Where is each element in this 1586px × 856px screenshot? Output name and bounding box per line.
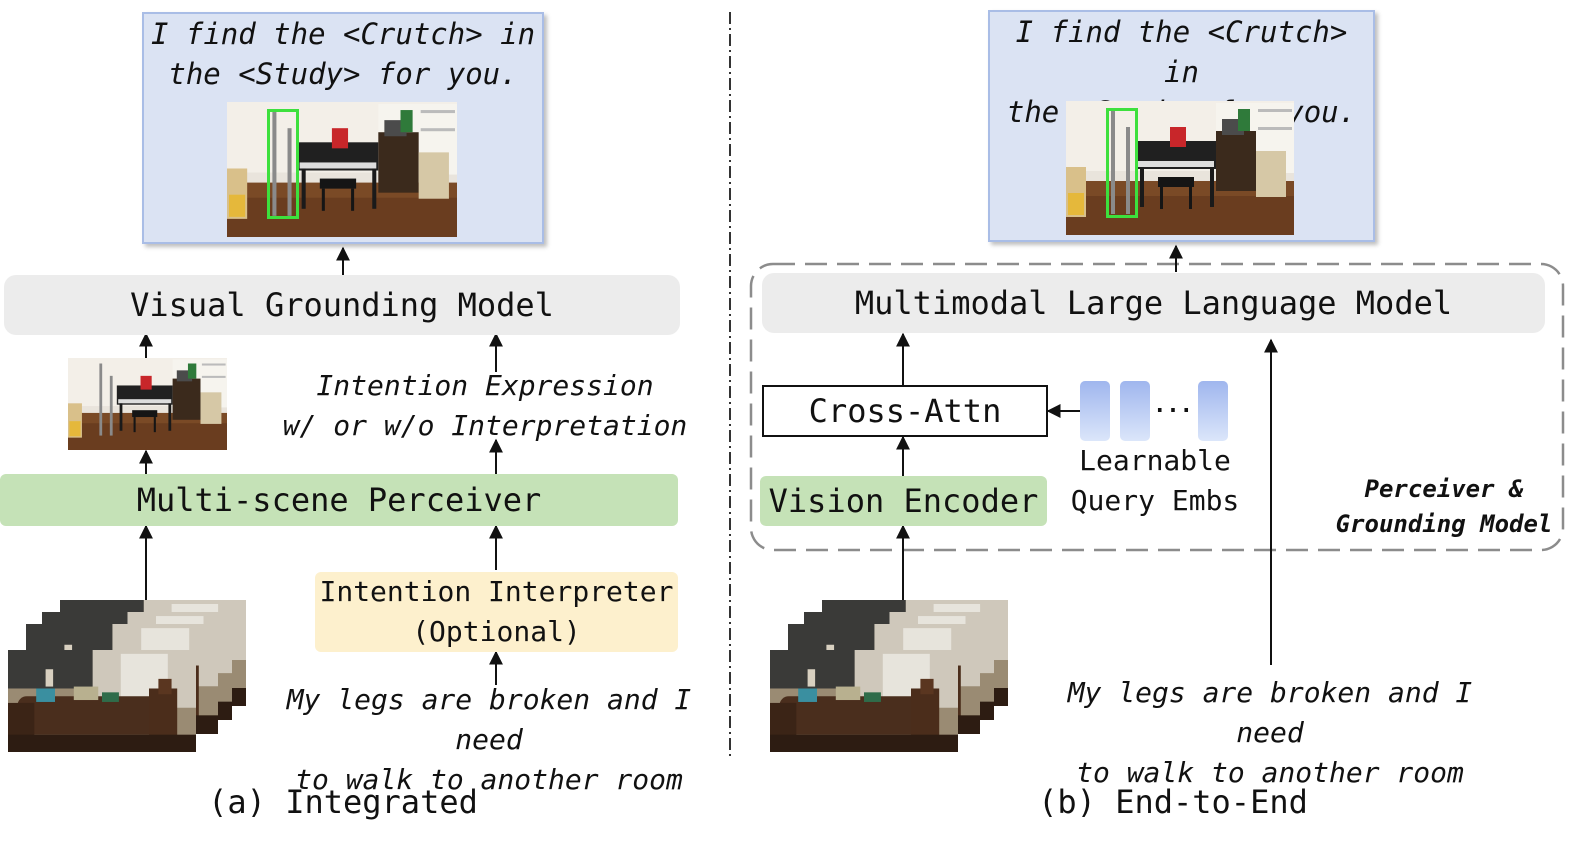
output-line: I find the <Crutch> in xyxy=(150,17,536,51)
query-line: to walk to another room xyxy=(295,763,683,796)
perceiver-line: Grounding Model xyxy=(1335,510,1553,538)
output-box-right: I find the <Crutch> in the <Study> for y… xyxy=(988,10,1375,242)
expression-line: Intention Expression xyxy=(316,369,654,402)
scene-image-stack-1 xyxy=(8,650,196,752)
learnable-query-label: Learnable Query Embs xyxy=(1060,441,1250,521)
crutch-bounding-box xyxy=(267,109,299,219)
output-line: the <Study> for you. xyxy=(168,57,518,91)
expression-line: w/ or w/o Interpretation xyxy=(282,409,688,442)
result-image-left xyxy=(227,102,457,237)
scene-image-stack-1 xyxy=(770,650,958,752)
interpreter-line: Intention Interpreter xyxy=(319,575,674,608)
output-line: I find the <Crutch> in xyxy=(1015,15,1348,89)
intention-interpreter: Intention Interpreter (Optional) xyxy=(315,572,678,652)
vision-encoder: Vision Encoder xyxy=(760,476,1047,526)
visual-grounding-model: Visual Grounding Model xyxy=(4,275,680,335)
query-embedding xyxy=(1080,381,1110,441)
query-line: My legs are broken and I need xyxy=(1067,676,1473,749)
output-box-left: I find the <Crutch> in the <Study> for y… xyxy=(142,12,544,244)
user-query-left: My legs are broken and I need to walk to… xyxy=(250,680,728,800)
perceiver-grounding-group xyxy=(749,262,1565,552)
cross-attn-label: Cross-Attn xyxy=(808,392,1002,430)
learnable-line: Query Embs xyxy=(1070,484,1240,517)
multi-scene-perceiver: Multi-scene Perceiver xyxy=(0,474,678,526)
vision-encoder-label: Vision Encoder xyxy=(768,482,1039,520)
caption-left: (a) Integrated xyxy=(208,783,478,821)
query-embedding xyxy=(1198,381,1228,441)
cross-attn-block: Cross-Attn xyxy=(762,385,1048,437)
result-image-right xyxy=(1066,101,1294,235)
learnable-line: Learnable xyxy=(1079,444,1231,477)
visual-grounding-label: Visual Grounding Model xyxy=(130,286,554,324)
multimodal-llm: Multimodal Large Language Model xyxy=(762,273,1545,333)
multi-scene-label: Multi-scene Perceiver xyxy=(136,481,542,519)
caption-right: (b) End-to-End xyxy=(1038,783,1308,821)
perceiver-line: Perceiver & xyxy=(1364,475,1524,503)
perceiver-grounding-label: Perceiver & Grounding Model xyxy=(1330,472,1558,542)
query-embedding xyxy=(1120,381,1150,441)
output-text-left: I find the <Crutch> in the <Study> for y… xyxy=(144,14,542,94)
mllm-label: Multimodal Large Language Model xyxy=(854,284,1453,322)
user-query-right: My legs are broken and I need to walk to… xyxy=(1030,673,1510,793)
query-line: to walk to another room xyxy=(1076,756,1464,789)
caption-end-to-end: (b) End-to-End xyxy=(970,780,1376,824)
selected-scene-image xyxy=(68,358,227,450)
interpreter-line: (Optional) xyxy=(412,615,581,648)
crutch-bounding-box xyxy=(1106,108,1138,218)
ellipsis-text: ... xyxy=(1153,392,1193,418)
intention-expression-text: Intention Expression w/ or w/o Interpret… xyxy=(280,366,690,446)
query-ellipsis: ... xyxy=(1153,390,1193,420)
caption-integrated: (a) Integrated xyxy=(140,780,546,824)
query-line: My legs are broken and I need xyxy=(286,683,692,756)
